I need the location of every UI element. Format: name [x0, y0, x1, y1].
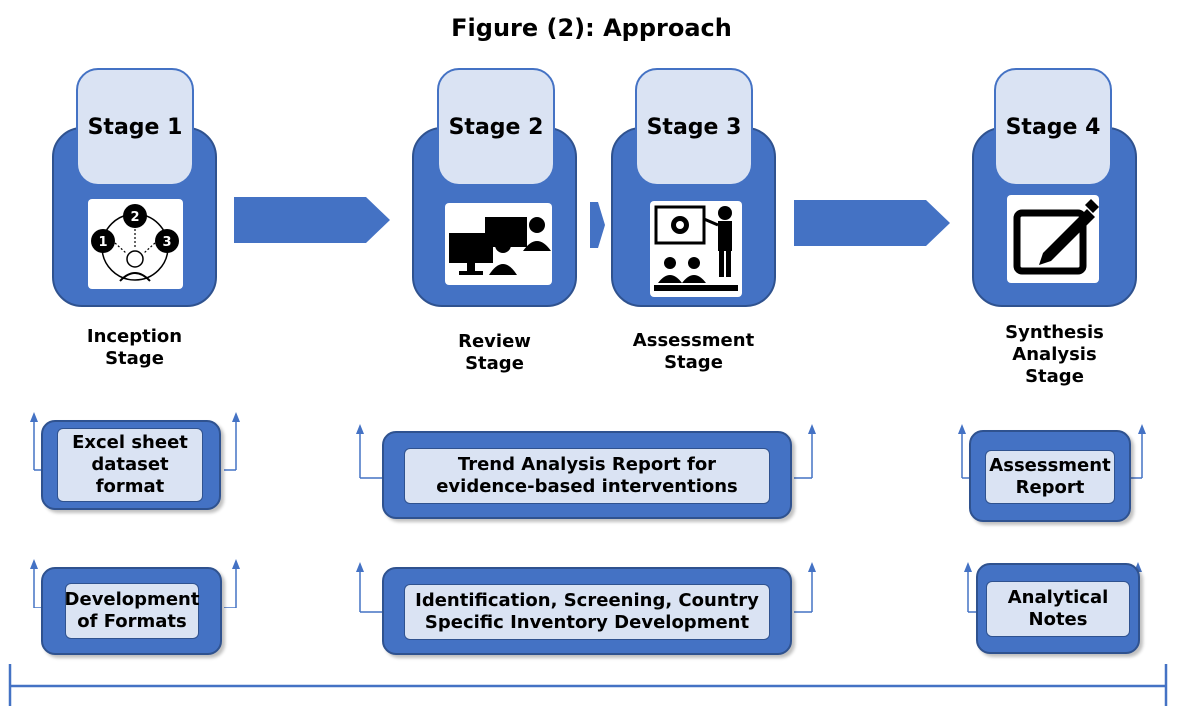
svg-text:3: 3 — [162, 235, 171, 250]
stage1-output-box-1: Excel sheet dataset format — [41, 420, 221, 510]
svg-text:1: 1 — [98, 235, 107, 250]
stage1-output-label-2: Development of Formats — [65, 583, 199, 639]
stage23-output-box-2: Identification, Screening, Country Speci… — [382, 567, 792, 655]
stage23-output-connector — [356, 424, 816, 613]
stage23-output-label-1: Trend Analysis Report for evidence-based… — [404, 448, 770, 504]
stage4-output-label-2: Analytical Notes — [986, 581, 1130, 637]
stage-2-tab: Stage 2 — [437, 68, 555, 186]
arrow-stage1-to-stage2 — [234, 197, 390, 243]
stage23-output-box-1: Trend Analysis Report for evidence-based… — [382, 431, 792, 519]
stage4-output-label-1: Assessment Report — [985, 450, 1115, 504]
stage-3-tab: Stage 3 — [635, 68, 753, 186]
arrow-stage3-to-stage4 — [794, 200, 950, 246]
svg-text:2: 2 — [130, 210, 139, 225]
presentation-icon — [650, 201, 742, 297]
timeline-bracket — [8, 664, 1168, 706]
stage-4-caption: Synthesis Analysis Stage — [1005, 322, 1104, 387]
stage-1-caption: Inception Stage — [86, 326, 183, 369]
stage4-output-box-2: Analytical Notes — [976, 563, 1140, 654]
stage1-output-label-1: Excel sheet dataset format — [57, 428, 203, 502]
stage-2-caption: Review Stage — [458, 331, 531, 374]
stage1-output-box-2: Development of Formats — [41, 567, 222, 655]
figure-title: Figure (2): Approach — [451, 14, 732, 42]
pencil-edit-icon — [1007, 195, 1099, 283]
stage1-output-connector — [30, 412, 240, 608]
stage-4-tab: Stage 4 — [994, 68, 1112, 186]
stage23-output-label-2: Identification, Screening, Country Speci… — [404, 584, 770, 640]
arrow-stage2-to-stage3 — [590, 202, 605, 248]
numbered-process-icon: 2 1 3 — [88, 199, 183, 289]
computer-review-icon — [445, 203, 552, 285]
stage-3-caption: Assessment Stage — [632, 330, 755, 373]
stage4-output-box-1: Assessment Report — [969, 430, 1131, 522]
stage-1-tab: Stage 1 — [76, 68, 194, 186]
